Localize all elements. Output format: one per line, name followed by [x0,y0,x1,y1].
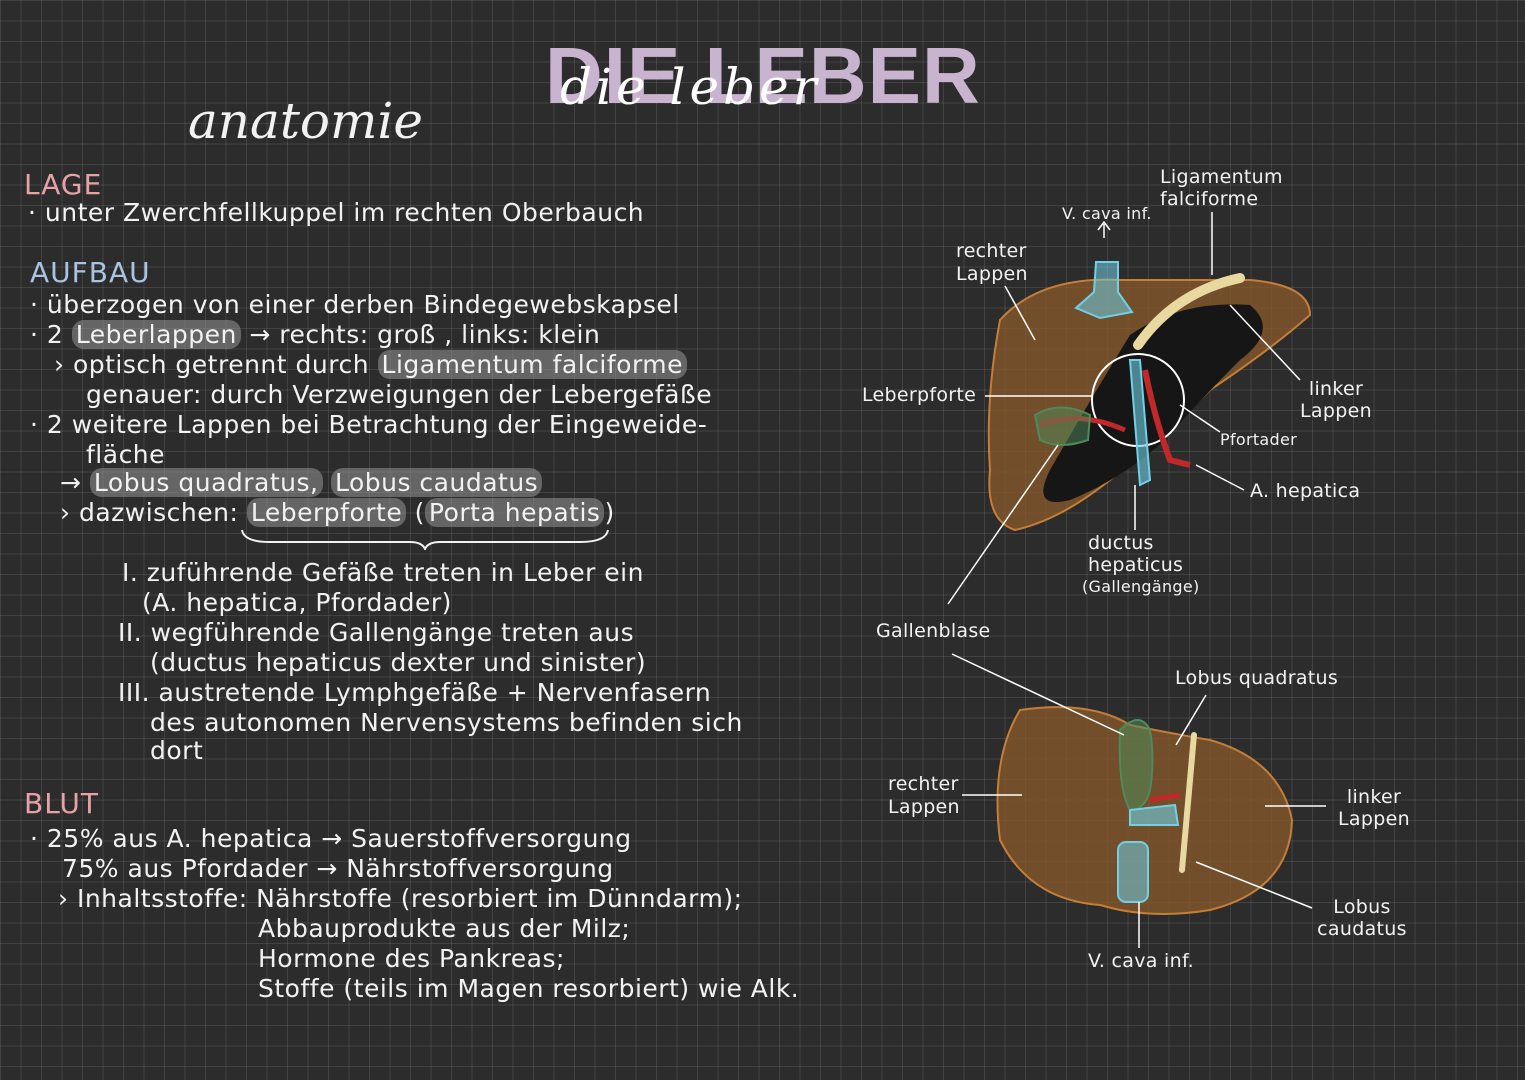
label-leberpforte: Leberpforte [862,384,977,406]
page-title-script: die leber [560,58,821,116]
label-ligamentum: Ligamentum falciforme [1160,166,1283,210]
label-linker-lappen-bottom: linker Lappen [1338,786,1410,830]
v-cava-shape [1074,261,1134,320]
aufbau-line-8: › dazwischen: Leberpforte (Porta hepatis… [60,498,615,527]
blut-line-1: · 25% aus A. hepatica → Sauerstoffversor… [30,824,632,853]
aufbau-line-4: genauer: durch Verzweigungen der Leberge… [86,380,713,409]
aufbau-sub-1: I. zuführende Gefäße treten in Leber ein [122,558,644,587]
highlight-leberpforte: Leberpforte [246,498,407,527]
label-lobus-quadratus: Lobus quadratus [1175,667,1339,689]
aufbau-line-7-arrow: → [60,468,82,497]
ligamentum-bottom-shape [1179,732,1197,873]
blut-line-2: 75% aus Pfordader → Nährstoffversorgung [62,854,614,883]
aufbau-line-8-paren-close: ) [604,498,615,527]
leader-lines-bottom [951,653,1326,948]
subtitle: anatomie [188,92,424,150]
label-v-cava-bottom: V. cava inf. [1088,950,1194,972]
v-cava-bottom-shape [1117,841,1149,903]
lage-line: · unter Zwerchfellkuppel im rechten Ober… [28,198,645,227]
aufbau-sub-1b: (A. hepatica, Pfordader) [142,588,452,617]
page-title: DIE LEBER [545,31,981,120]
gallenblase-top-shape [1033,406,1092,446]
ligamentum-falciforme-shape [1133,273,1245,350]
aufbau-sub-3c: dort [150,736,204,765]
curly-brace [241,529,609,550]
highlight-lobus-caudatus: Lobus caudatus [330,468,543,497]
aufbau-line-2-rest: → rechts: groß , links: klein [249,320,601,349]
highlight-porta-hepatis: Porta hepatis [424,498,605,527]
liver-front-view [987,261,1312,532]
section-heading-lage: LAGE [24,168,103,201]
blut-line-5: Hormone des Pankreas; [258,944,565,973]
section-heading-aufbau: AUFBAU [30,256,151,289]
aufbau-sub-2b: (ductus hepaticus dexter und sinister) [150,648,647,677]
blut-line-3: › Inhaltsstoffe: Nährstoffe (resorbiert … [58,884,743,913]
porta-bottom-shape [1129,803,1180,826]
label-lobus-caudatus: Lobus caudatus [1317,896,1407,940]
label-a-hepatica: A. hepatica [1250,480,1361,502]
aufbau-sub-3: III. austretende Lymphgefäße + Nervenfas… [118,678,712,707]
aufbau-line-8-pre: › dazwischen: [60,498,239,527]
gallenblase-bottom-shape [1118,719,1154,812]
aufbau-line-6: fläche [86,440,166,469]
label-rechter-lappen-top: rechter Lappen [956,240,1028,285]
aufbau-line-8-paren-open: ( [414,498,425,527]
aufbau-line-1: · überzogen von einer derben Bindegewebs… [30,290,680,319]
leader-lines-top [947,212,1301,605]
a-hepatica-shape [1142,369,1191,468]
label-linker-lappen-top: linker Lappen [1300,378,1372,422]
label-pfortader: Pfortader [1220,430,1298,449]
aufbau-line-3: › optisch getrennt durch Ligamentum falc… [54,350,688,379]
section-heading-blut: BLUT [24,787,100,820]
a-hepatica-bottom-shape [1149,792,1181,803]
ductus-shape [1128,359,1152,487]
aufbau-line-2: · 2 Leberlappen → rechts: groß , links: … [30,320,600,349]
aufbau-line-7: → Lobus quadratus, Lobus caudatus [60,468,543,497]
label-gallenblase: Gallenblase [876,620,991,642]
label-rechter-lappen-bottom: rechter Lappen [888,773,960,818]
highlight-leberlappen: Leberlappen [71,320,241,349]
blut-line-4: Abbauprodukte aus der Milz; [258,914,631,943]
label-v-cava-top: V. cava inf. [1062,204,1152,223]
aufbau-sub-2: II. wegführende Gallengänge treten aus [118,618,635,647]
aufbau-line-5: · 2 weitere Lappen bei Betrachtung der E… [30,410,708,439]
aufbau-sub-3b: des autonomen Nervensystems befinden sic… [150,708,743,737]
highlight-ligamentum: Ligamentum falciforme [377,350,688,379]
aufbau-line-2-bullet: · 2 [30,320,64,349]
blut-line-6: Stoffe (teils im Magen resorbiert) wie A… [258,974,800,1003]
label-ductus: ductus hepaticus [1088,532,1184,576]
label-gallengaenge: (Gallengänge) [1082,577,1200,596]
liver-back-view [996,706,1294,915]
highlight-lobus-quadratus: Lobus quadratus, [89,468,323,497]
aufbau-line-3-pre: › optisch getrennt durch [54,350,370,379]
